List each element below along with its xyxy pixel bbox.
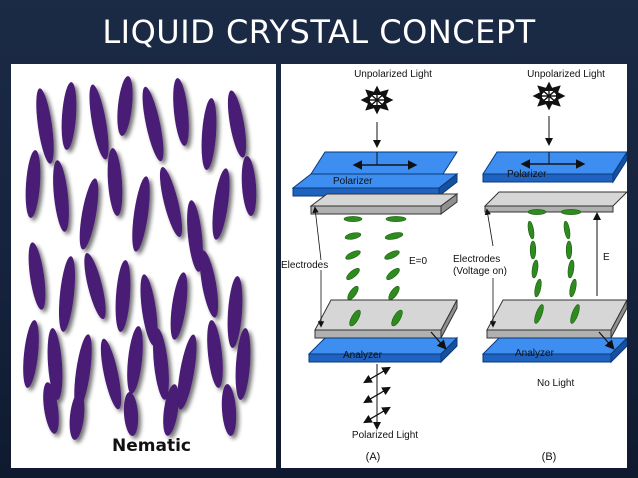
b-unpolarized-light-icon bbox=[532, 81, 566, 111]
a-polarized-light-icon bbox=[363, 366, 391, 424]
b-field-label: E bbox=[603, 252, 610, 263]
nematic-molecule bbox=[58, 256, 76, 332]
a-top-label: Unpolarized Light bbox=[354, 69, 432, 80]
a-field-label: E=0 bbox=[409, 256, 428, 267]
nematic-molecule bbox=[115, 260, 131, 332]
nematic-molecule bbox=[28, 242, 46, 310]
nematic-molecule bbox=[69, 392, 85, 440]
nematic-molecule bbox=[241, 156, 257, 216]
nematic-molecule bbox=[123, 392, 139, 436]
nematic-molecule bbox=[199, 250, 219, 318]
nematic-molecule bbox=[36, 88, 54, 164]
nematic-molecule bbox=[221, 384, 237, 436]
nematic-molecule bbox=[43, 382, 59, 434]
nematic-molecule bbox=[74, 334, 92, 410]
b-analyzer: Analyzer bbox=[481, 331, 629, 364]
b-top-label: Unpolarized Light bbox=[527, 69, 605, 80]
a-bottom-label: Polarized Light bbox=[352, 430, 418, 441]
b-bottom-electrode bbox=[486, 299, 628, 339]
b-bottom-label: No Light bbox=[537, 378, 574, 389]
nematic-molecule bbox=[127, 326, 143, 394]
a-polarizer: Polarizer bbox=[291, 151, 459, 198]
nematic-molecule bbox=[84, 252, 106, 320]
b-electrodes-label: Electrodes bbox=[453, 254, 500, 265]
nematic-molecule bbox=[207, 320, 223, 388]
nematic-molecule bbox=[79, 178, 99, 250]
nematic-molecule bbox=[47, 328, 63, 400]
nematic-figure-panel bbox=[11, 64, 276, 468]
nematic-molecule bbox=[117, 76, 133, 136]
nematic-molecule bbox=[163, 384, 179, 436]
lcd-diagram: Unpolarized Light bbox=[281, 69, 629, 463]
nematic-molecule bbox=[89, 84, 109, 160]
nematic-molecule bbox=[201, 98, 217, 170]
b-top-electrode bbox=[483, 191, 629, 215]
a-analyzer: Analyzer bbox=[307, 331, 459, 364]
b-panel-label: (B) bbox=[542, 451, 557, 463]
b-analyzer-label: Analyzer bbox=[515, 348, 555, 359]
nematic-molecule bbox=[25, 150, 41, 218]
nematic-molecule bbox=[235, 328, 251, 400]
slide-title: LIQUID CRYSTAL CONCEPT bbox=[102, 13, 536, 51]
a-panel-label: (A) bbox=[366, 451, 381, 463]
b-polarizer-label: Polarizer bbox=[507, 169, 547, 180]
nematic-molecule bbox=[61, 82, 77, 150]
nematic-molecule bbox=[53, 160, 69, 232]
nematic-molecule bbox=[23, 320, 39, 388]
nematic-molecule bbox=[173, 78, 189, 146]
nematic-molecule bbox=[142, 86, 164, 162]
lcd-diagram-panel: Unpolarized Light bbox=[281, 64, 629, 468]
a-electrodes-label: Electrodes bbox=[281, 260, 328, 271]
nematic-molecule bbox=[132, 176, 150, 252]
nematic-molecule bbox=[140, 274, 158, 346]
nematic-molecule bbox=[100, 338, 122, 410]
nematic-molecule bbox=[159, 167, 183, 237]
a-unpolarized-light-icon bbox=[360, 85, 394, 115]
column-b: Unpolarized Light Polarizer bbox=[453, 69, 629, 463]
a-polarizer-label: Polarizer bbox=[333, 176, 373, 187]
nematic-molecules-illustration bbox=[23, 76, 257, 440]
column-a: Unpolarized Light bbox=[281, 69, 459, 463]
b-electrodes-sub-label: (Voltage on) bbox=[453, 266, 507, 277]
nematic-molecule bbox=[212, 168, 230, 240]
nematic-molecule bbox=[177, 334, 197, 410]
a-liquid-crystal-molecules bbox=[343, 216, 407, 301]
nematic-molecule bbox=[227, 276, 243, 348]
a-bottom-electrode bbox=[314, 299, 458, 339]
a-analyzer-label: Analyzer bbox=[343, 350, 383, 361]
a-top-electrode bbox=[309, 193, 459, 215]
nematic-molecule bbox=[187, 200, 203, 272]
b-polarizer: Polarizer bbox=[482, 150, 628, 184]
b-liquid-crystal-molecules bbox=[527, 220, 577, 298]
nematic-molecule bbox=[227, 90, 247, 158]
nematic-molecule bbox=[170, 272, 188, 340]
nematic-label: Nematic bbox=[112, 436, 191, 456]
nematic-molecule bbox=[107, 148, 123, 216]
nematic-molecule bbox=[153, 328, 169, 400]
